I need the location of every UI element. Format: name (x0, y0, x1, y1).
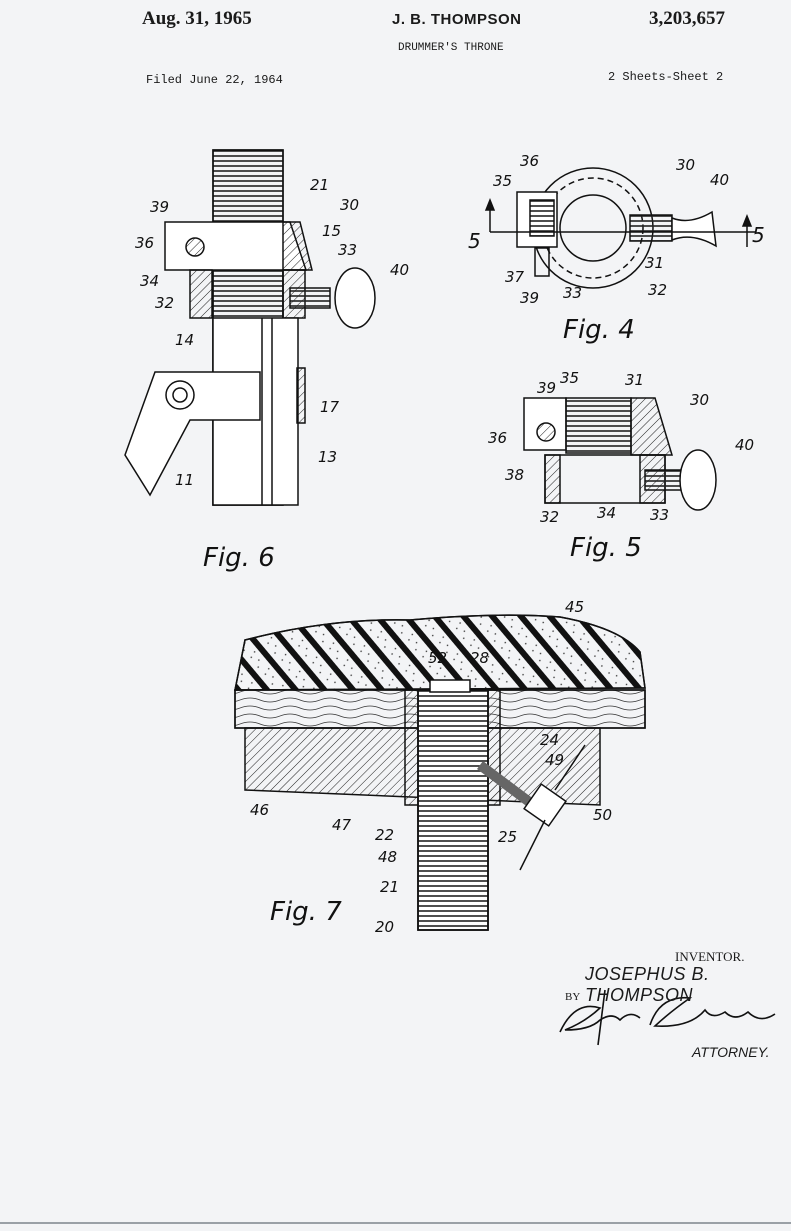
svg-text:22: 22 (375, 826, 394, 844)
svg-text:32: 32 (648, 281, 667, 299)
fig4-label: Fig. 4 (563, 315, 635, 345)
svg-text:37: 37 (505, 268, 525, 286)
svg-text:45: 45 (565, 598, 584, 616)
svg-text:39: 39 (537, 379, 556, 397)
svg-text:30: 30 (676, 156, 695, 174)
svg-text:17: 17 (320, 398, 340, 416)
svg-text:50: 50 (593, 806, 612, 824)
svg-text:20: 20 (375, 918, 394, 936)
attorney-label: ATTORNEY. (692, 1044, 770, 1060)
svg-text:46: 46 (250, 801, 269, 819)
svg-text:40: 40 (710, 171, 729, 189)
svg-text:32: 32 (155, 294, 174, 312)
svg-text:40: 40 (735, 436, 754, 454)
svg-text:33: 33 (338, 241, 357, 259)
inventor-signature-name: JOSEPHUS B. THOMPSON (585, 964, 710, 1005)
svg-text:24: 24 (540, 731, 559, 749)
attorney-signature (559, 989, 776, 1046)
svg-text:31: 31 (625, 371, 644, 389)
svg-text:30: 30 (690, 391, 709, 409)
svg-text:5: 5 (468, 229, 481, 253)
sheet-count: 2 Sheets-Sheet 2 (608, 70, 724, 84)
by-label: BY (565, 991, 581, 1003)
svg-text:15: 15 (322, 222, 341, 240)
svg-text:40: 40 (390, 261, 409, 279)
svg-text:11: 11 (175, 471, 194, 489)
svg-text:34: 34 (597, 504, 616, 522)
fig7-refs: 45 52 28 24 49 50 46 47 22 25 48 21 20 (250, 598, 612, 936)
svg-text:35: 35 (560, 369, 579, 387)
fig6-label: Fig. 6 (203, 543, 275, 573)
svg-text:32: 32 (540, 508, 559, 526)
svg-text:13: 13 (318, 448, 337, 466)
fig7-label: Fig. 7 (270, 897, 342, 927)
patent-date: Aug. 31, 1965 (142, 8, 252, 29)
svg-text:35: 35 (493, 172, 512, 190)
fig5-drawing (523, 397, 717, 511)
svg-text:5: 5 (752, 223, 765, 247)
patent-number: 3,203,657 (649, 8, 725, 29)
patent-title: DRUMMER'S THRONE (398, 42, 504, 54)
svg-text:47: 47 (332, 816, 352, 834)
svg-text:14: 14 (175, 331, 194, 349)
inventor-label: INVENTOR. (675, 949, 745, 964)
fig5-refs: 39 35 31 30 36 38 40 32 34 33 (488, 369, 754, 526)
svg-text:49: 49 (545, 751, 564, 769)
scan-edge-line (0, 1222, 791, 1224)
fig6-drawing (124, 149, 376, 506)
fig4-drawing (484, 167, 755, 289)
svg-text:33: 33 (563, 284, 582, 302)
filed-date: Filed June 22, 1964 (146, 73, 283, 87)
svg-text:52: 52 (428, 649, 447, 667)
svg-text:28: 28 (470, 649, 489, 667)
svg-text:39: 39 (520, 289, 539, 307)
svg-text:36: 36 (520, 152, 539, 170)
svg-text:48: 48 (378, 848, 397, 866)
svg-text:33: 33 (650, 506, 669, 524)
svg-text:38: 38 (505, 466, 524, 484)
fig4-refs: 36 35 30 40 5 5 37 39 33 31 32 (468, 152, 765, 307)
svg-text:36: 36 (488, 429, 507, 447)
svg-text:31: 31 (645, 254, 664, 272)
svg-text:36: 36 (135, 234, 154, 252)
svg-text:25: 25 (498, 828, 517, 846)
svg-text:30: 30 (340, 196, 359, 214)
inventor-name: J. B. THOMPSON (392, 11, 522, 28)
svg-text:34: 34 (140, 272, 159, 290)
fig5-label: Fig. 5 (570, 533, 642, 563)
svg-text:21: 21 (310, 176, 329, 194)
svg-text:39: 39 (150, 198, 169, 216)
fig7-drawing (234, 614, 646, 931)
fig6-refs: 39 36 34 32 14 21 30 15 33 40 17 13 11 (135, 176, 409, 489)
svg-text:21: 21 (380, 878, 399, 896)
